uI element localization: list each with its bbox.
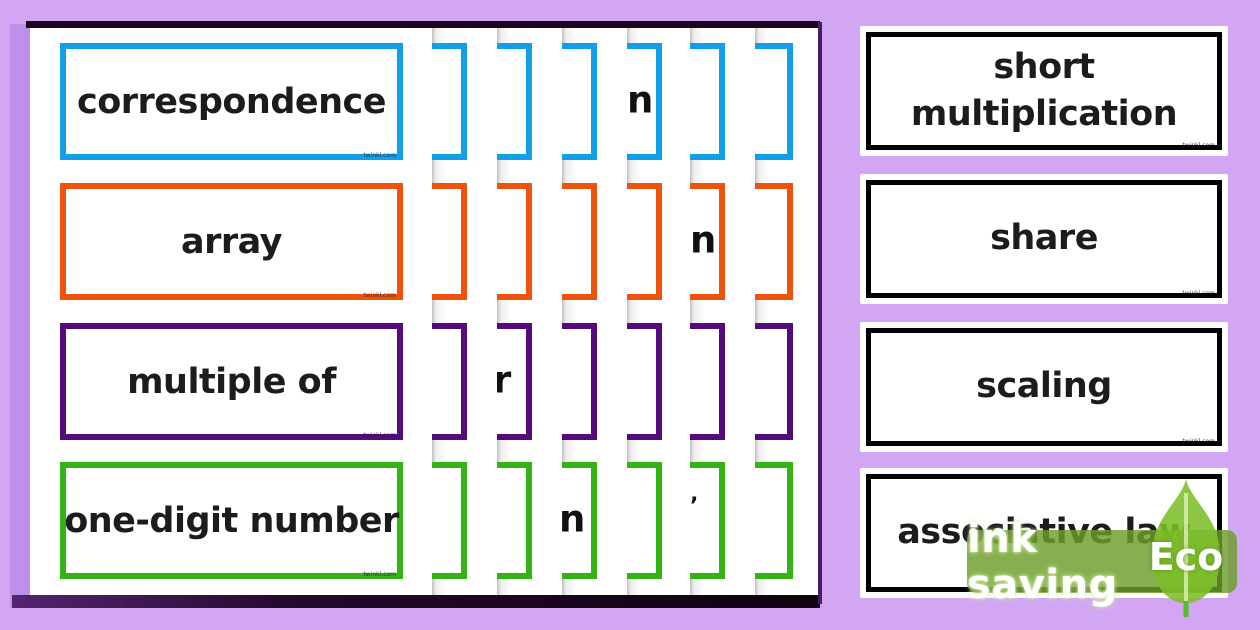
twinkl-watermark: twinkl.com [1182,290,1215,297]
word-card: array twinkl.com [60,183,403,300]
card-edge [432,43,467,160]
card-edge [627,183,662,300]
card-edge [690,43,725,160]
letter-fragment: r [493,358,512,402]
twinkl-watermark: twinkl.com [363,292,396,299]
card-edge [432,323,467,440]
ink-saving-label: ink saving [967,515,1118,608]
card-edge: n [627,43,662,160]
twinkl-watermark: twinkl.com [1182,142,1215,149]
card-edge [627,323,662,440]
cut-card-label: scaling [976,366,1112,407]
card-edge: ’ [690,462,725,579]
card-edge [432,462,467,579]
front-page: correspondence twinkl.com array twinkl.c… [30,28,432,595]
card-border: share twinkl.com [866,180,1222,298]
twinkl-watermark: twinkl.com [1182,438,1215,445]
stacked-page [755,28,818,595]
card-edge [562,43,597,160]
stacked-page: n [627,28,690,595]
cut-card-label: short multiplication [910,46,1178,134]
stacked-page: r [493,28,562,595]
stack-shadow-right [818,22,822,604]
card-edge: n [559,462,597,579]
card-border: scaling twinkl.com [866,328,1222,446]
card-edge [497,462,532,579]
letter-fragment: n [559,497,586,541]
word-card: correspondence twinkl.com [60,43,403,160]
card-edge: n [690,183,725,300]
cut-word-card: scaling twinkl.com [860,322,1228,452]
eco-badge-label: Eco [1148,535,1224,579]
card-edge [562,323,597,440]
stacked-page [432,28,497,595]
card-edge [627,462,662,579]
ink-saving-ribbon: ink saving [967,516,1237,608]
card-edge [432,183,467,300]
word-card: multiple of twinkl.com [60,323,403,440]
stack-shadow-left [10,24,30,607]
cut-word-card: share twinkl.com [860,174,1228,304]
letter-fragment: ’ [690,494,699,519]
word-card-label: multiple of [127,361,336,402]
card-edge [562,183,597,300]
letter-fragment: n [627,78,654,122]
card-edge [497,183,532,300]
word-card-label: array [181,221,283,262]
card-edge [755,323,793,440]
letter-fragment: n [690,218,717,262]
eco-leaf-icon [1144,477,1228,619]
stacked-page: n [559,28,627,595]
card-edge: r [493,323,532,440]
stack-shadow-bottom [12,595,820,608]
word-card: one-digit number twinkl.com [60,462,403,579]
twinkl-watermark: twinkl.com [363,571,396,578]
card-edge [497,43,532,160]
cut-card-label: share [990,218,1098,259]
card-border: short multiplication twinkl.com [866,32,1222,150]
card-edge [755,462,793,579]
twinkl-watermark: twinkl.com [363,432,396,439]
cut-word-card: short multiplication twinkl.com [860,26,1228,156]
word-card-label: correspondence [76,81,387,122]
card-edge [755,183,793,300]
stack-shadow-top [26,21,820,28]
twinkl-watermark: twinkl.com [363,152,396,159]
word-card-label: one-digit number [64,500,399,541]
card-edge [690,323,725,440]
card-edge [755,43,793,160]
stacked-page: n ’ [690,28,755,595]
